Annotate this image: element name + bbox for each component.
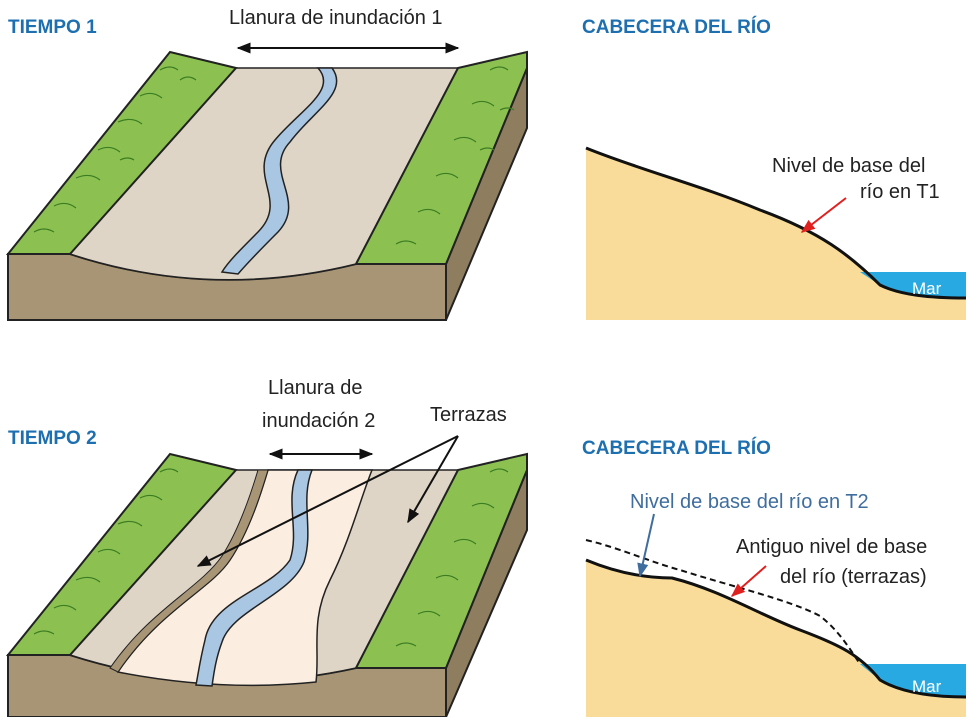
new-base-level-pointer bbox=[637, 513, 655, 578]
sea-label-t2: Mar bbox=[912, 677, 942, 696]
old-base-level-pointer bbox=[730, 565, 767, 597]
sea-water bbox=[860, 664, 966, 697]
old-base-level-dashed bbox=[585, 539, 861, 665]
terraces-label: Terrazas bbox=[430, 404, 507, 426]
right-grass-bank bbox=[354, 50, 528, 265]
floodplain-1-label: Llanura de inundación 1 bbox=[229, 7, 443, 29]
profile-sand-body bbox=[586, 560, 966, 717]
left-grass-bank bbox=[5, 452, 238, 656]
profile-line-t1 bbox=[585, 146, 967, 300]
valley-block-tiempo2 bbox=[5, 435, 528, 717]
right-grass-bank bbox=[354, 452, 528, 669]
base-level-label-t1-line2: río en T1 bbox=[860, 181, 940, 203]
sea-label-t1: Mar bbox=[912, 279, 942, 298]
valley-block-tiempo1 bbox=[5, 42, 528, 321]
profile2-title: CABECERA DEL RÍO bbox=[582, 437, 771, 459]
profile1-title: CABECERA DEL RÍO bbox=[582, 16, 771, 38]
grass-texture bbox=[33, 66, 515, 245]
terrace-pointer-right bbox=[407, 435, 459, 524]
river-profile-t2 bbox=[585, 513, 967, 717]
sea-water bbox=[860, 272, 966, 298]
grass-texture bbox=[33, 468, 509, 647]
tiempo2-title: TIEMPO 2 bbox=[8, 428, 97, 449]
old-base-level-label-line2: del río (terrazas) bbox=[780, 566, 927, 588]
tiempo1-title: TIEMPO 1 bbox=[8, 17, 97, 38]
river-profile-t1 bbox=[585, 146, 967, 320]
river bbox=[220, 67, 338, 275]
old-base-level-label-line1: Antiguo nivel de base bbox=[736, 536, 927, 558]
floodplain-2-label-line1: Llanura de bbox=[268, 377, 363, 399]
base-level-pointer-t1 bbox=[800, 197, 847, 233]
terrace-scarp-left bbox=[109, 469, 269, 673]
new-base-level-label: Nivel de base del río en T2 bbox=[630, 491, 869, 513]
river bbox=[195, 469, 314, 687]
floodplain-2-label-line2: inundación 2 bbox=[262, 410, 375, 432]
base-level-label-t1-line1: Nivel de base del bbox=[772, 155, 925, 177]
terrace-pointer-left bbox=[196, 435, 459, 567]
